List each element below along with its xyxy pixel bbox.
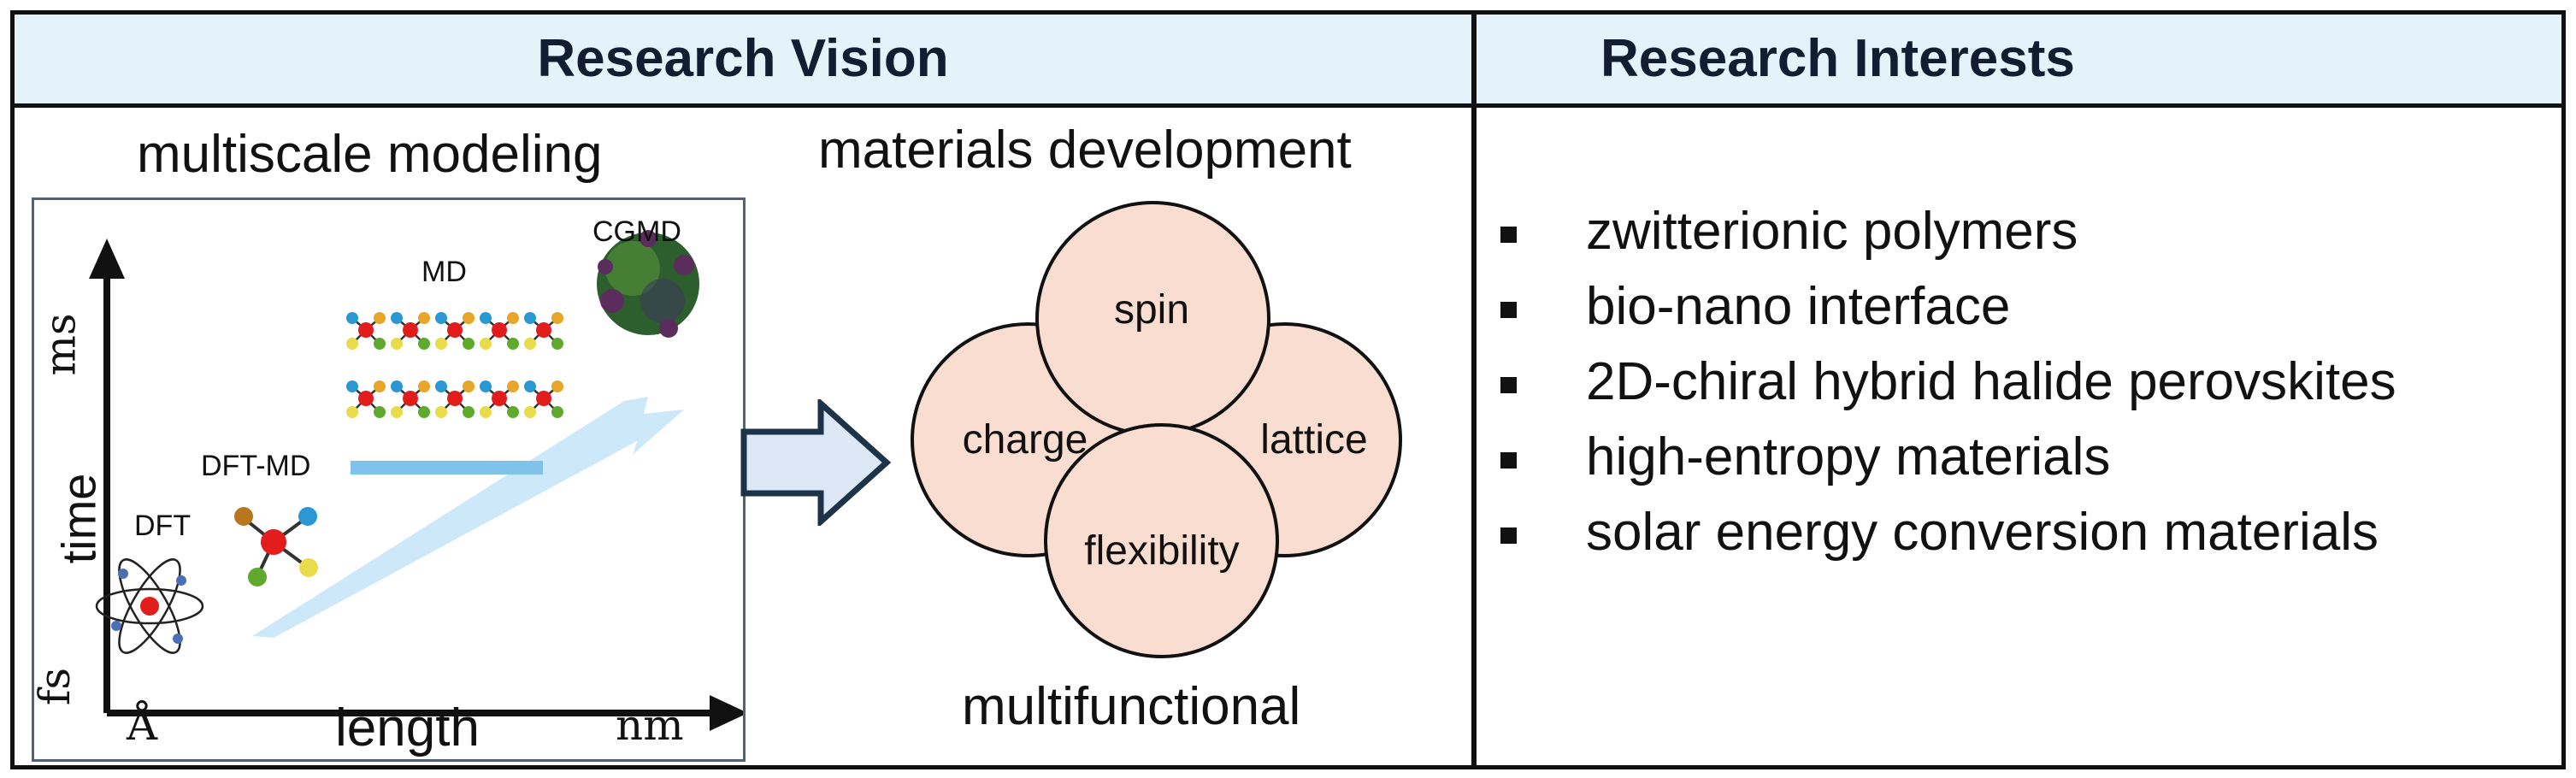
md-lattice-icon	[346, 312, 563, 418]
lattice-molecule	[346, 312, 386, 350]
lattice-molecule	[435, 312, 475, 350]
lattice-molecule	[524, 380, 563, 418]
column-divider	[1471, 15, 1477, 765]
lattice-molecule	[391, 380, 430, 418]
y-axis-label: time	[51, 473, 106, 564]
x-axis-label: length	[335, 698, 480, 757]
lattice-molecule	[391, 312, 430, 350]
lattice-molecule	[346, 380, 386, 418]
charge-label: charge	[962, 417, 1088, 463]
interest-text: bio-nano interface	[1586, 277, 2011, 336]
y-axis-low-tick: fs	[30, 667, 80, 706]
x-axis-high-tick: nm	[616, 700, 684, 750]
lattice-molecule	[480, 380, 519, 418]
bullet-icon	[1500, 227, 1517, 243]
multifunctional-label: multifunctional	[962, 677, 1301, 736]
transition-arrow	[740, 399, 892, 526]
lattice-molecule	[524, 312, 563, 350]
dft-md-label: DFT-MD	[201, 450, 311, 482]
lattice-molecule	[480, 312, 519, 350]
spin-label: spin	[1113, 287, 1190, 333]
multiscale-illustration	[89, 230, 743, 731]
substrate-slab	[351, 461, 543, 474]
lattice-molecule	[435, 380, 475, 418]
interest-text: 2D-chiral hybrid halide perovskites	[1586, 352, 2396, 411]
materials-development-title: materials development	[818, 121, 1352, 180]
atom-icon	[95, 558, 204, 654]
figure-frame: Research Vision Research Interests multi…	[10, 10, 2566, 769]
flexibility-circle	[1044, 423, 1279, 658]
bullet-icon	[1500, 452, 1517, 469]
flexibility-label: flexibility	[1084, 528, 1240, 574]
cgmd-label: CGMD	[592, 215, 681, 248]
interest-text: solar energy conversion materials	[1586, 503, 2379, 562]
nanoparticle-icon	[597, 230, 699, 338]
dft-label: DFT	[134, 510, 192, 542]
bullet-icon	[1500, 377, 1517, 393]
scale-progression-arrow	[252, 397, 684, 638]
header-bar: Research Vision Research Interests	[15, 15, 2561, 108]
interest-text: high-entropy materials	[1586, 427, 2111, 486]
x-axis-arrowhead	[710, 695, 743, 731]
multiscale-modeling-title: multiscale modeling	[137, 125, 603, 184]
research-vision-heading: Research Vision	[537, 29, 949, 88]
interest-text: zwitterionic polymers	[1586, 202, 2078, 261]
research-interests-heading: Research Interests	[1600, 29, 2075, 88]
multiscale-modeling-panel: DFT DFT-MD MD CGMD time fs ms length Å n…	[30, 197, 746, 762]
bullet-icon	[1500, 528, 1517, 544]
lattice-label: lattice	[1260, 417, 1368, 463]
bullet-icon	[1500, 302, 1517, 318]
x-axis-low-tick: Å	[127, 700, 158, 750]
y-axis-arrowhead	[89, 239, 125, 279]
molecule-icon	[234, 507, 318, 586]
y-axis-high-tick: ms	[35, 313, 85, 376]
md-label: MD	[421, 256, 467, 288]
